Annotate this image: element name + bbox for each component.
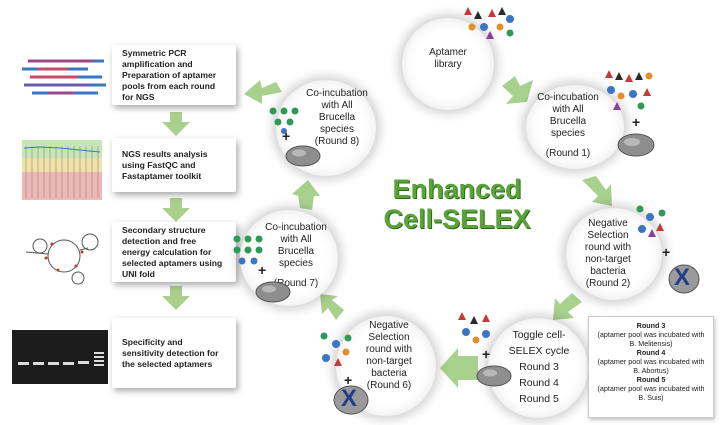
circle-aptamer-library	[402, 18, 494, 110]
round8-aptamers-icon	[269, 107, 299, 134]
step-specificity-text: Specificity and sensitivity detection fo…	[122, 336, 219, 369]
round2-plus-sign: +	[662, 244, 671, 260]
note-round5-title: Round 5	[636, 375, 666, 384]
round8-plus-sign: +	[282, 128, 291, 144]
toggle-rounds-notes-box: Round 3 (aptamer pool was incubated with…	[588, 316, 714, 418]
round1-bacterium-icon	[617, 133, 655, 157]
note-round5-text-b: B. Suis)	[638, 393, 664, 402]
round6-aptamers-icon	[320, 332, 352, 366]
round7-aptamers-icon	[233, 235, 263, 265]
step-pcr-text: Symmetric PCR amplification and Preparat…	[122, 47, 217, 102]
step-ngs-analysis: NGS results analysis using FastQC and Fa…	[112, 138, 236, 192]
round6-cross-mark: X	[341, 385, 358, 412]
arrow-round8-to-steps	[244, 80, 282, 104]
title-line-2: Cell-SELEX	[383, 204, 531, 234]
note-round4-title: Round 4	[636, 348, 666, 357]
note-round5-text-a: (aptamer pool was incubated with	[597, 384, 705, 393]
round1-label: Co-incubation with All Brucella species …	[537, 92, 599, 159]
circle-round-2	[566, 208, 662, 300]
round6-plus-sign: +	[344, 372, 353, 388]
arrow-library-to-round1	[502, 76, 533, 104]
round6-label: Negative Selection round with non-target…	[365, 320, 413, 391]
arrow-step1-to-step2	[162, 112, 190, 136]
round2-aptamers-icon	[636, 205, 666, 237]
round1-plus-sign: +	[632, 114, 641, 130]
toggle-bacterium-icon	[476, 365, 512, 387]
toggle-aptamers-icon	[458, 312, 490, 344]
ngs-quality-plot-image	[22, 140, 102, 200]
round7-plus-sign: +	[258, 262, 267, 278]
note-round3-text-a: (aptamer pool was incubated with	[597, 330, 705, 339]
round7-label: Co-incubation with All Brucella species …	[265, 222, 327, 289]
step-secondary-structure: Secondary structure detection and free e…	[112, 222, 236, 282]
round2-cross-mark: X	[674, 264, 691, 291]
arrow-round2-to-toggle	[553, 293, 582, 320]
round7-bacterium-icon	[255, 281, 291, 303]
round6-non-target-bacterium-icon	[333, 385, 369, 415]
note-round4-text-a: (aptamer pool was incubated with	[597, 357, 705, 366]
circle-round-1	[526, 85, 624, 169]
toggle-plus-sign: +	[482, 346, 491, 362]
round2-non-target-bacterium-icon	[668, 264, 700, 294]
note-round3-text-b: B. Melitensis)	[629, 339, 673, 348]
gel-electrophoresis-image	[12, 330, 108, 384]
round2-label: Negative Selection round with non-target…	[584, 218, 632, 289]
arrow-step3-to-step4	[162, 286, 190, 310]
step-ngs-text: NGS results analysis using FastQC and Fa…	[122, 148, 208, 181]
arrow-step2-to-step3	[162, 198, 190, 222]
step-pcr-amplification: Symmetric PCR amplification and Preparat…	[112, 45, 236, 105]
secondary-structure-image	[25, 233, 99, 285]
library-label: Aptamer library	[429, 47, 467, 70]
round1-aptamers-icon	[605, 70, 653, 110]
step-specificity-detection: Specificity and sensitivity detection fo…	[112, 318, 236, 388]
toggle-label: Toggle cell- SELEX cycle Round 3 Round 4…	[508, 329, 570, 405]
note-round4-text-b: B. Abortus)	[633, 366, 669, 375]
diagram-title: Enhanced Cell-SELEX	[382, 174, 532, 234]
arrow-toggle-to-round6	[440, 348, 478, 388]
arrow-round6-to-round7	[320, 294, 344, 320]
step-structure-text: Secondary structure detection and free e…	[122, 224, 223, 279]
round8-label: Co-incubation with All Brucella species …	[306, 88, 368, 147]
round8-bacterium-icon	[285, 145, 321, 167]
note-round3-title: Round 3	[636, 321, 666, 330]
aptamer-library-molecules-icon	[464, 7, 514, 39]
title-line-1: Enhanced	[392, 174, 522, 204]
arrow-round7-to-round8	[292, 180, 320, 210]
arrow-round1-to-round2	[582, 176, 612, 206]
dna-strands-image	[22, 59, 106, 95]
